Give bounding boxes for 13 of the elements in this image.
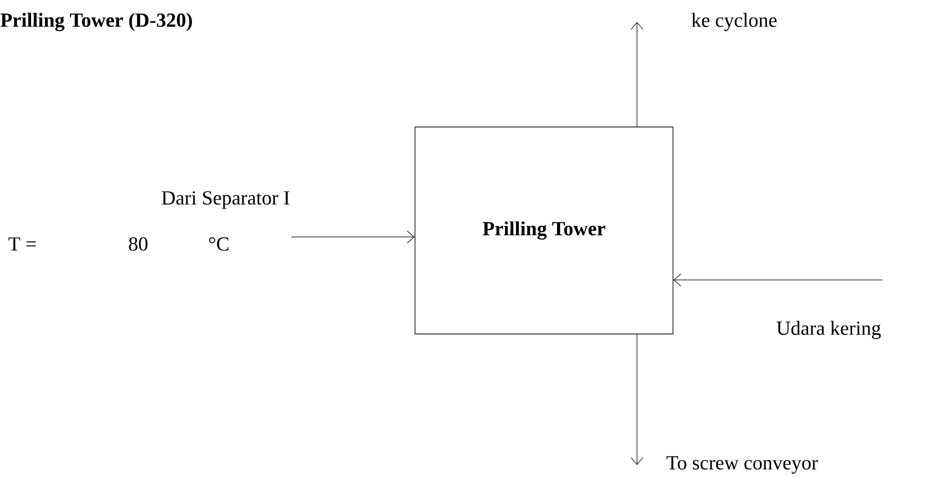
stream-label: Udara kering	[776, 320, 881, 340]
stream-label: To screw conveyor	[666, 456, 818, 474]
arrow	[290, 230, 415, 244]
arrow	[630, 22, 644, 127]
arrow	[673, 274, 883, 286]
temperature-label: °C	[209, 237, 228, 251]
arrow	[630, 334, 644, 465]
stream-label: ke cyclone	[692, 12, 777, 32]
temperature-label: T =	[8, 237, 36, 251]
title: Prilling Tower (D-320)	[0, 12, 192, 32]
stream-label: Dari Separator I	[162, 191, 290, 209]
temperature-label: 80	[128, 237, 148, 251]
process-box: Prilling Tower	[414, 126, 674, 334]
